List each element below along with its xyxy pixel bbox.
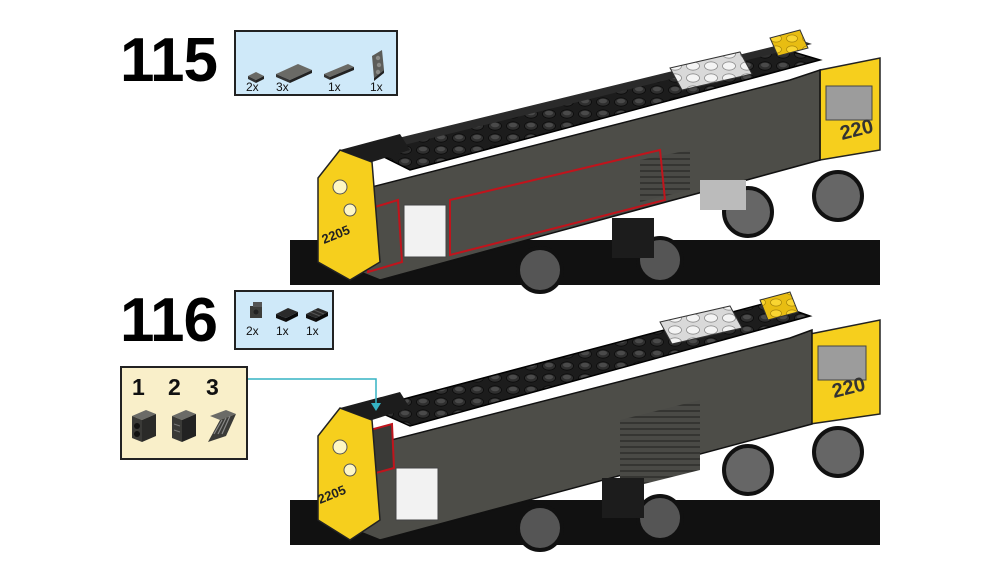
- tile-1x4-icon: [324, 64, 354, 80]
- yellow-rear-cab: [819, 57, 881, 161]
- part-qty: 2x: [246, 324, 259, 338]
- bracket-with-grille-icon: [208, 410, 236, 442]
- tile-2x4-icon: [276, 64, 312, 83]
- parts-list-step-116: 2x 1x 1x: [234, 290, 334, 350]
- locomotive-step-115: 2205 220: [290, 29, 881, 294]
- subassembly-icons: [132, 410, 236, 442]
- body-side: [359, 68, 821, 281]
- subassembly-box: 1 2 3: [120, 366, 248, 460]
- part-qty: 1x: [328, 80, 341, 94]
- bracket-icon: [132, 410, 156, 442]
- subassembly-step-label: 2: [168, 374, 181, 400]
- tile-1x1-icon: [248, 72, 264, 83]
- parts-icons: [250, 302, 328, 322]
- part-qty: 1x: [276, 324, 289, 338]
- yellow-rear-cab: [809, 319, 881, 425]
- parts-list-step-115: 2x 3x 1x 1x: [234, 30, 398, 96]
- callout-connector: [248, 378, 381, 411]
- step-number-115: 115: [120, 26, 218, 95]
- subassembly-step-label: 3: [206, 374, 219, 400]
- part-qty: 3x: [276, 80, 289, 94]
- part-qty: 2x: [246, 80, 259, 94]
- front-nose: 2205: [317, 134, 410, 281]
- part-qty: 1x: [370, 80, 383, 94]
- parts-icons: [248, 50, 384, 83]
- bracket-with-plate-icon: [172, 410, 196, 442]
- bracket-1x1-icon: [250, 302, 262, 318]
- grille-1x2-icon: [306, 308, 328, 322]
- subassembly-step-label: 1: [132, 374, 145, 400]
- locomotive-step-116: 2205 220: [290, 291, 881, 552]
- plate-1x2-icon: [276, 308, 298, 322]
- step-number-116: 116: [120, 286, 218, 355]
- part-qty: 1x: [306, 324, 319, 338]
- wedge-plate-icon: [372, 50, 384, 81]
